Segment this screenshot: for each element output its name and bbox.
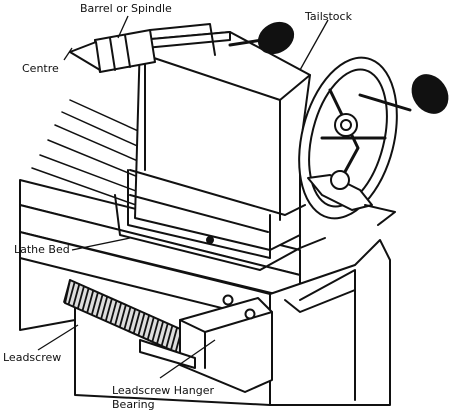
thread-line: [170, 326, 178, 351]
tailstock-body: [114, 31, 326, 271]
thread-line: [86, 289, 95, 314]
hanger-label: Leadscrew Hanger Bearing: [112, 384, 214, 412]
barrel-label: Barrel or Spindle: [80, 2, 172, 15]
handwheel: [298, 56, 449, 226]
thread-line: [142, 314, 151, 339]
thread-line: [146, 316, 155, 341]
thread-line: [156, 320, 165, 345]
thread-line: [67, 281, 76, 305]
thread-line: [123, 305, 132, 330]
thread-line: [100, 295, 109, 320]
hanger-label-line2: Bearing: [112, 398, 155, 411]
tailstock-leader: [299, 19, 329, 71]
leadscrew-hanger-bearing: [139, 294, 273, 393]
thread-line: [165, 324, 174, 349]
leadscrew-leader: [37, 324, 79, 351]
lathe-bed-leader: [71, 237, 131, 251]
leadscrew-label: Leadscrew: [3, 351, 62, 364]
clamp-lever: [228, 21, 295, 55]
thread-line: [151, 318, 160, 343]
hanger-leader: [159, 339, 216, 379]
thread-line: [95, 293, 104, 318]
thread-line: [109, 299, 118, 324]
thread-line: [81, 287, 90, 312]
lathe-bed: [19, 99, 391, 406]
thread-line: [160, 322, 169, 347]
centre-leader: [63, 47, 73, 61]
barrel-leader: [117, 15, 129, 39]
thread-line: [128, 308, 137, 332]
thread-line: [118, 303, 127, 328]
lathe-bed-label: Lathe Bed: [14, 243, 70, 256]
thread-line: [63, 279, 71, 303]
thread-line: [132, 310, 141, 334]
leader-lines: [37, 15, 329, 379]
hanger-label-line1: Leadscrew Hanger: [112, 384, 215, 397]
thread-line: [91, 291, 99, 316]
thread-line: [77, 285, 85, 310]
centre-point: [69, 41, 101, 71]
centre-label: Centre: [22, 62, 59, 75]
thread-line: [137, 312, 146, 337]
tailstock-label: Tailstock: [305, 10, 352, 23]
thread-line: [72, 283, 81, 308]
thread-line: [104, 297, 113, 322]
thread-line: [114, 301, 123, 326]
